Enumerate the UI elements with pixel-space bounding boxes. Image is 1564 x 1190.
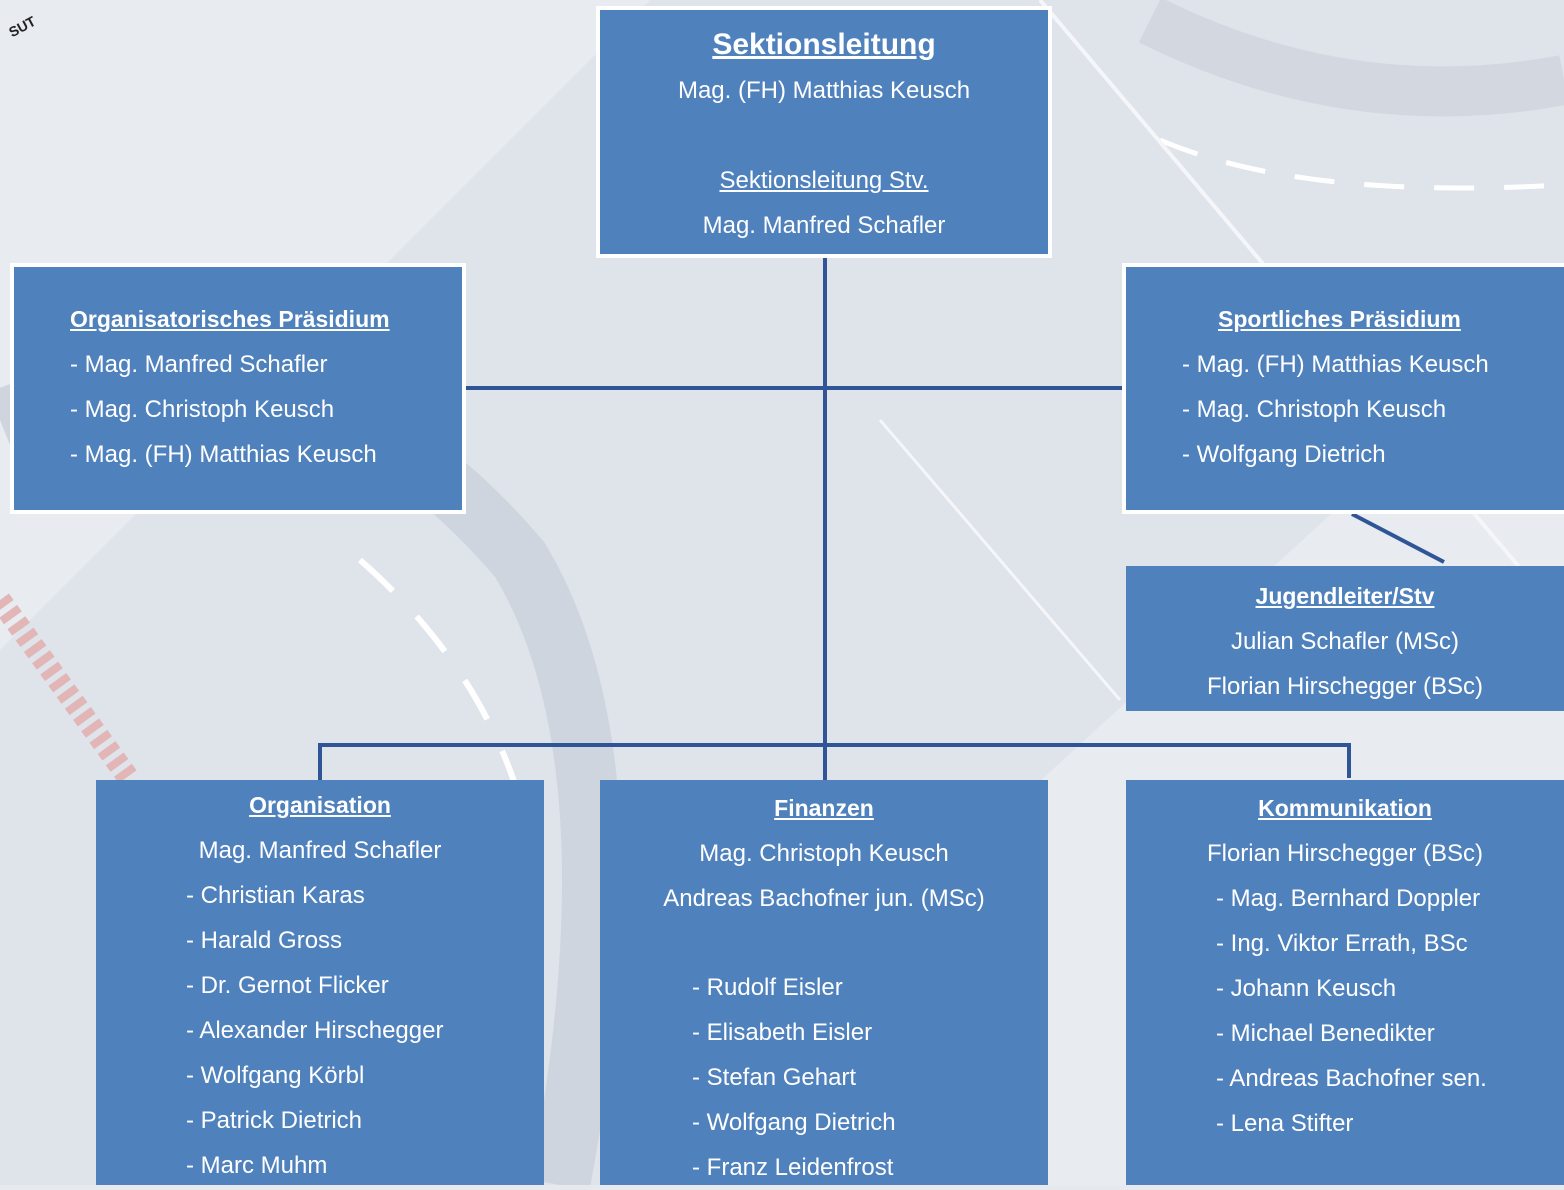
finanzen-title: Finanzen	[774, 795, 874, 821]
member-item: - Elisabeth Eisler	[692, 1019, 873, 1046]
box-sportliches-praesidium: Sportliches Präsidium - Mag. (FH) Matthi…	[1122, 263, 1564, 514]
organisation-title: Organisation	[249, 792, 391, 818]
member-item: - Mag. (FH) Matthias Keusch	[70, 441, 377, 468]
sportliches-title: Sportliches Präsidium	[1218, 306, 1461, 332]
sektionsleitung-stv-name: Mag. Manfred Schafler	[702, 212, 946, 239]
member-item: - Andreas Bachofner sen.	[1216, 1065, 1487, 1092]
finanzen-members: - Rudolf Eisler - Elisabeth Eisler - Ste…	[600, 965, 1048, 1190]
sportliches-members: - Mag. (FH) Matthias Keusch - Mag. Chris…	[1182, 342, 1564, 477]
member-item: - Ing. Viktor Errath, BSc	[1216, 930, 1468, 957]
member-item: - Alexander Hirschegger	[186, 1017, 444, 1044]
member-item: - Harald Gross	[186, 927, 343, 954]
sektionsleitung-stv-label: Sektionsleitung Stv.	[719, 167, 929, 194]
jugend-member: Julian Schafler (MSc)	[1230, 628, 1460, 655]
box-organisation: Organisation Mag. Manfred Schafler - Chr…	[96, 780, 544, 1185]
organisation-lead: Mag. Manfred Schafler	[198, 837, 442, 864]
organisatorisches-title: Organisatorisches Präsidium	[70, 306, 390, 332]
member-item: - Mag. (FH) Matthias Keusch	[1182, 351, 1489, 378]
member-item: - Wolfgang Körbl	[186, 1062, 365, 1089]
member-item: - Mag. Bernhard Doppler	[1216, 885, 1481, 912]
member-item: - Patrick Dietrich	[186, 1107, 363, 1134]
member-item: - Johann Keusch	[1216, 975, 1397, 1002]
member-item: - Mag. Christoph Keusch	[70, 396, 335, 423]
kommunikation-title: Kommunikation	[1258, 795, 1432, 821]
member-item: - Christian Karas	[186, 882, 365, 909]
finanzen-lead: Mag. Christoph Keusch	[699, 840, 949, 867]
member-item: - Mag. Manfred Schafler	[70, 351, 328, 378]
box-sektionsleitung: Sektionsleitung Mag. (FH) Matthias Keusc…	[596, 6, 1052, 258]
connector-jugend	[1351, 512, 1445, 564]
member-item: - Dr. Gernot Flicker	[186, 972, 389, 999]
organisation-members: - Christian Karas - Harald Gross - Dr. G…	[96, 873, 544, 1188]
sektionsleitung-title: Sektionsleitung	[712, 28, 936, 61]
organisatorisches-members: - Mag. Manfred Schafler - Mag. Christoph…	[70, 342, 462, 477]
kommunikation-lead: Florian Hirschegger (BSc)	[1206, 840, 1484, 867]
sektionsleitung-name: Mag. (FH) Matthias Keusch	[677, 77, 971, 104]
member-item: - Wolfgang Dietrich	[692, 1109, 896, 1136]
jugend-title: Jugendleiter/Stv	[1255, 583, 1435, 609]
member-item: - Wolfgang Dietrich	[1182, 441, 1386, 468]
member-item: - Mag. Christoph Keusch	[1182, 396, 1447, 423]
connector-departments	[318, 743, 1351, 780]
member-item: - Marc Muhm	[186, 1152, 328, 1179]
member-item: - Franz Leidenfrost	[692, 1154, 894, 1181]
jugend-member: Florian Hirschegger (BSc)	[1206, 673, 1484, 700]
box-organisatorisches-praesidium: Organisatorisches Präsidium - Mag. Manfr…	[10, 263, 466, 514]
box-kommunikation: Kommunikation Florian Hirschegger (BSc) …	[1126, 780, 1564, 1185]
box-jugendleiter: Jugendleiter/Stv Julian Schafler (MSc) F…	[1126, 566, 1564, 711]
member-item: - Rudolf Eisler	[692, 974, 843, 1001]
box-finanzen: Finanzen Mag. Christoph Keusch Andreas B…	[600, 780, 1048, 1185]
member-item: - Lena Stifter	[1216, 1110, 1354, 1137]
member-item: - Michael Benedikter	[1216, 1020, 1435, 1047]
kommunikation-members: - Mag. Bernhard Doppler - Ing. Viktor Er…	[1126, 876, 1564, 1146]
finanzen-lead: Andreas Bachofner jun. (MSc)	[663, 885, 985, 912]
member-item: - Stefan Gehart	[692, 1064, 857, 1091]
